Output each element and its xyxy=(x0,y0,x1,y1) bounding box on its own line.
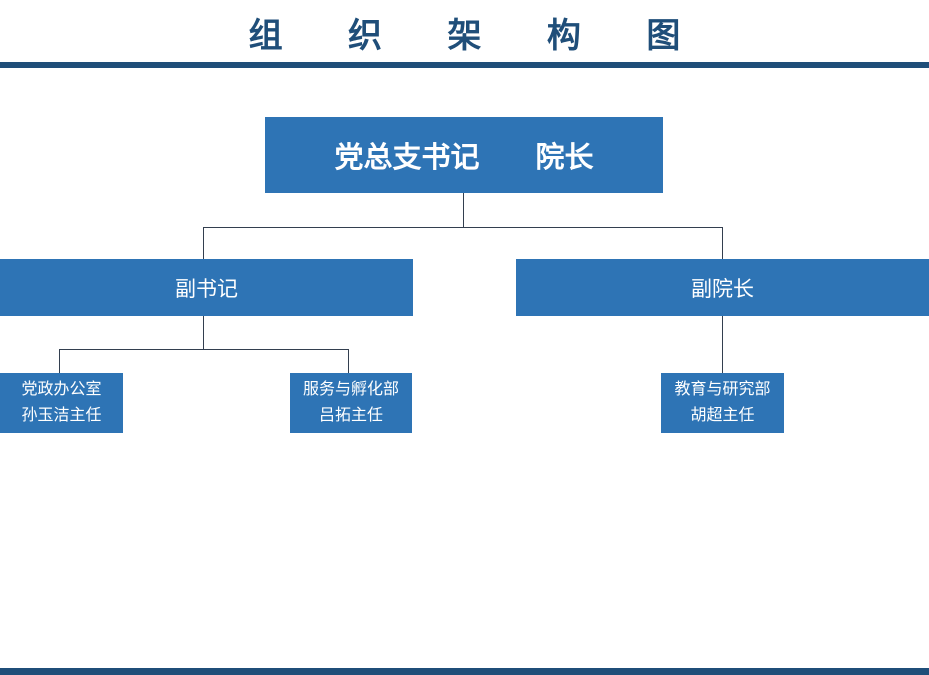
connector-party-office-drop xyxy=(59,349,60,373)
org-box-deputy-secretary: 副书记 xyxy=(0,259,413,316)
org-box-party-office: 党政办公室 孙玉洁主任 xyxy=(0,373,123,433)
org-box-service-incubation-dept: 服务与孵化部 吕拓主任 xyxy=(290,373,412,433)
footer-bar xyxy=(0,668,929,675)
connector-level3-span xyxy=(59,349,349,350)
org-box-root: 党总支书记 院长 xyxy=(265,117,663,193)
party-office-head: 孙玉洁主任 xyxy=(21,407,102,424)
connector-level2-left-drop xyxy=(203,227,204,259)
page-title: 组 织 架 构 图 xyxy=(248,17,709,55)
title-underline xyxy=(0,62,929,68)
service-incubation-department: 服务与孵化部 xyxy=(302,381,399,398)
connector-level2-right-drop xyxy=(722,227,723,259)
service-incubation-head: 吕拓主任 xyxy=(318,407,383,424)
root-title-dean: 院长 xyxy=(535,142,594,174)
connector-level2-span xyxy=(203,227,723,228)
deputy-secretary-label: 副书记 xyxy=(175,277,238,301)
education-research-head: 胡超主任 xyxy=(690,407,755,424)
connector-deputy-secretary-drop xyxy=(203,316,204,350)
education-research-department: 教育与研究部 xyxy=(674,381,771,398)
connector-vice-dean-drop xyxy=(722,316,723,373)
vice-dean-label: 副院长 xyxy=(691,277,754,301)
org-box-vice-dean: 副院长 xyxy=(516,259,929,316)
connector-root-drop xyxy=(463,193,464,228)
connector-incubation-dept-drop xyxy=(348,349,349,373)
party-office-department: 党政办公室 xyxy=(21,381,102,398)
root-title-secretary: 党总支书记 xyxy=(334,142,480,174)
org-box-education-research-dept: 教育与研究部 胡超主任 xyxy=(661,373,784,433)
